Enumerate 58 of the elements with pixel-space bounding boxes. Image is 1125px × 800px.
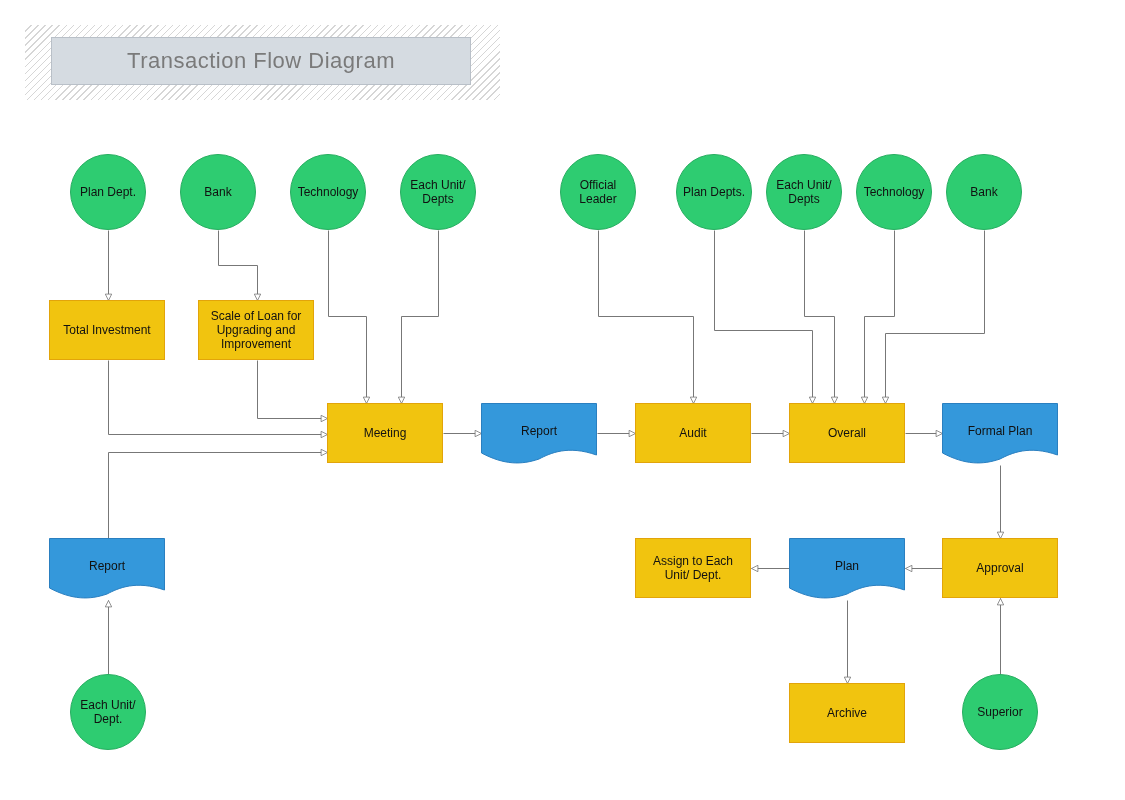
arrow bbox=[996, 598, 1005, 675]
arrow bbox=[905, 429, 943, 438]
node-label: Report bbox=[520, 424, 558, 438]
node-label: Plan Dept. bbox=[78, 185, 137, 199]
node-label: Audit bbox=[678, 426, 708, 440]
node-label: Each Unit/ Depts bbox=[775, 178, 833, 206]
arrow bbox=[104, 600, 113, 675]
node-label: Each Unit/ Depts bbox=[409, 178, 467, 206]
arrow bbox=[443, 429, 482, 438]
arrow bbox=[328, 230, 371, 404]
arrow bbox=[218, 230, 262, 301]
node-label: Total Investment bbox=[62, 323, 152, 337]
process-box bbox=[49, 300, 165, 360]
node-label: Each Unit/ Dept. bbox=[79, 698, 137, 726]
arrow bbox=[108, 448, 328, 539]
node-label: Bank bbox=[203, 185, 233, 199]
process-box bbox=[789, 683, 905, 743]
document-shape bbox=[789, 538, 905, 598]
node-label: Formal Plan bbox=[966, 424, 1034, 438]
arrow bbox=[881, 230, 985, 404]
arrow bbox=[257, 360, 328, 423]
node-label: Technology bbox=[296, 185, 360, 199]
arrow bbox=[598, 230, 698, 404]
node-label: Report bbox=[88, 559, 126, 573]
arrow bbox=[751, 564, 790, 573]
node-label: Official Leader bbox=[578, 178, 618, 206]
arrow bbox=[843, 600, 852, 684]
arrow bbox=[860, 230, 895, 404]
arrow bbox=[714, 230, 817, 404]
arrow bbox=[751, 429, 790, 438]
document-shape bbox=[942, 403, 1058, 463]
arrow bbox=[996, 465, 1005, 539]
process-box bbox=[327, 403, 443, 463]
process-box bbox=[942, 538, 1058, 598]
title: Transaction Flow Diagram bbox=[127, 48, 395, 74]
arrow bbox=[108, 360, 328, 439]
node-label: Assign to Each Unit/ Dept. bbox=[651, 554, 734, 582]
arrow bbox=[104, 230, 113, 301]
arrow bbox=[905, 564, 943, 573]
process-box bbox=[789, 403, 905, 463]
process-box bbox=[635, 403, 751, 463]
document-shape bbox=[49, 538, 165, 598]
node-label: Bank bbox=[969, 185, 999, 199]
node-label: Technology bbox=[862, 185, 926, 199]
node-label: Archive bbox=[826, 706, 868, 720]
node-label: Plan bbox=[834, 559, 860, 573]
arrow bbox=[397, 230, 439, 404]
node-label: Superior bbox=[976, 705, 1024, 719]
process-box bbox=[198, 300, 314, 360]
node-label: Overall bbox=[827, 426, 867, 440]
arrow bbox=[597, 429, 636, 438]
process-box bbox=[635, 538, 751, 598]
document-shape bbox=[481, 403, 597, 463]
node-label: Plan Depts. bbox=[681, 185, 746, 199]
node-label: Meeting bbox=[362, 426, 408, 440]
arrow bbox=[804, 230, 839, 404]
node-label: Scale of Loan for Upgrading and Improvement bbox=[209, 309, 303, 351]
node-label: Approval bbox=[975, 561, 1025, 575]
